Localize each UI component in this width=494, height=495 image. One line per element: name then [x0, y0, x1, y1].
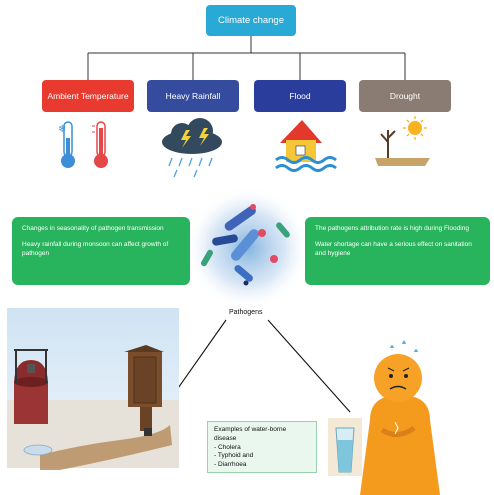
disease-item-cholera: - Cholera	[214, 443, 241, 451]
disease-examples-box: Examples of water-borne disease - Choler…	[207, 421, 317, 473]
well-icon	[14, 349, 48, 424]
right-info-box: The pathogens attribution rate is high d…	[305, 217, 490, 285]
factor-heavy-rainfall: Heavy Rainfall	[147, 80, 239, 112]
thermometer-cold-icon: ❄	[58, 121, 75, 168]
left-info-box: Changes in seasonality of pathogen trans…	[12, 217, 190, 285]
right-info-line-2: Water shortage can have a serious effect…	[315, 240, 472, 257]
disease-examples-title: Examples of water-borne disease	[214, 426, 287, 442]
latrine-icon	[124, 345, 164, 436]
left-info-line-2: Heavy rainfall during monsoon can affect…	[22, 240, 169, 257]
drought-sun-icon	[375, 116, 430, 166]
sick-person-icon	[360, 340, 440, 495]
tree-connectors	[87, 36, 406, 80]
flooded-house-icon	[275, 120, 337, 172]
thermometer-hot-icon	[92, 121, 108, 168]
svg-text:❄: ❄	[58, 124, 66, 135]
climate-change-node: Climate change	[206, 5, 296, 36]
disease-item-typhoid: - Typhoid and	[214, 452, 254, 460]
factor-drought: Drought	[359, 80, 451, 112]
factor-ambient-temperature: Ambient Temperature	[42, 80, 134, 112]
storm-cloud-icon	[162, 118, 222, 178]
pathogens-label: Pathogens	[229, 309, 263, 316]
water-glass-icon	[328, 418, 362, 476]
disease-item-diarrhoea: - Diarrhoea	[214, 461, 247, 469]
right-info-line-1: The pathogens attribution rate is high d…	[315, 225, 469, 232]
bacteria-icon	[201, 204, 290, 286]
left-info-line-1: Changes in seasonality of pathogen trans…	[22, 225, 164, 232]
factor-flood: Flood	[254, 80, 346, 112]
pathogen-links	[149, 319, 351, 429]
